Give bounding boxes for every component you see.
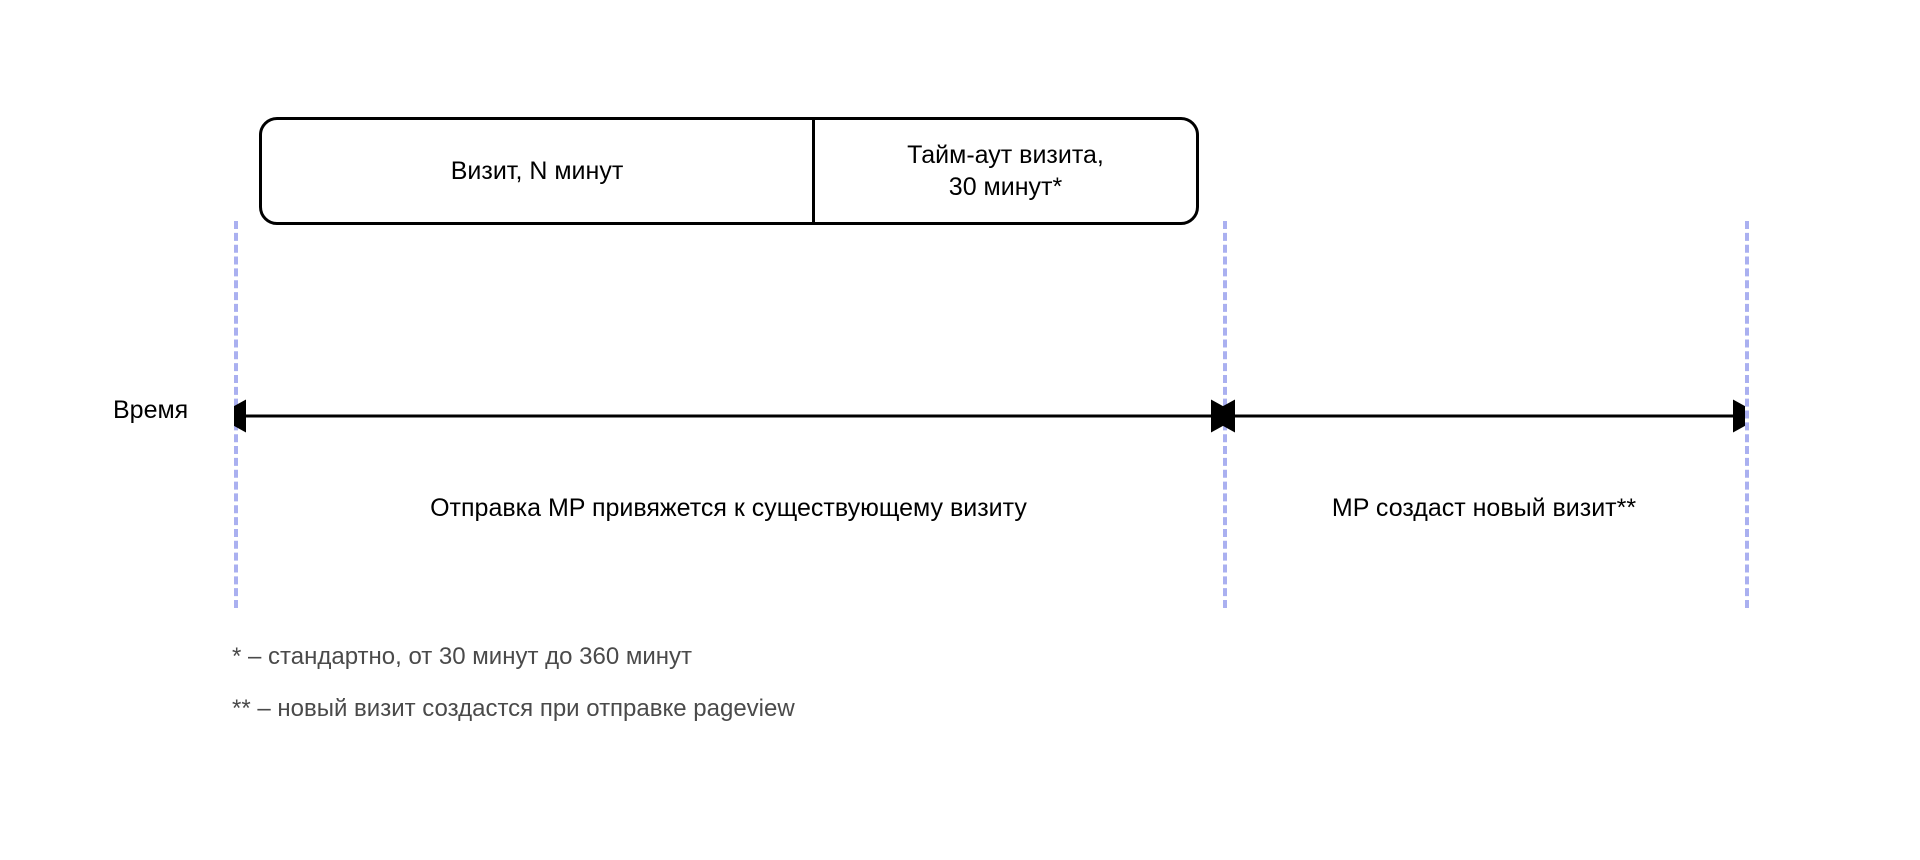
left-span-caption: Отправка MP привяжется к существующему в…: [430, 494, 1027, 522]
right-span-caption: MP создаст новый визит**: [1331, 494, 1637, 522]
guide-line-end: [1745, 221, 1749, 608]
double-arrow-icon: [1223, 399, 1745, 433]
footnotes: * – стандартно, от 30 минут до 360 минут…: [232, 643, 795, 723]
visit-segment: Визит, N минут: [262, 120, 815, 222]
footnote-single-asterisk: * – стандартно, от 30 минут до 360 минут: [232, 643, 692, 670]
double-arrow-icon: [234, 399, 1223, 433]
time-axis-label: Время: [113, 396, 189, 424]
visit-timeline-bar: Визит, N минут Тайм-аут визита, 30 минут…: [259, 117, 1199, 225]
footnote-double-asterisk: ** – новый визит создастся при отправке …: [232, 695, 795, 722]
right-span-arrow: [1223, 398, 1745, 434]
left-span-arrow: [234, 398, 1223, 434]
timeout-segment: Тайм-аут визита, 30 минут*: [907, 141, 1104, 201]
